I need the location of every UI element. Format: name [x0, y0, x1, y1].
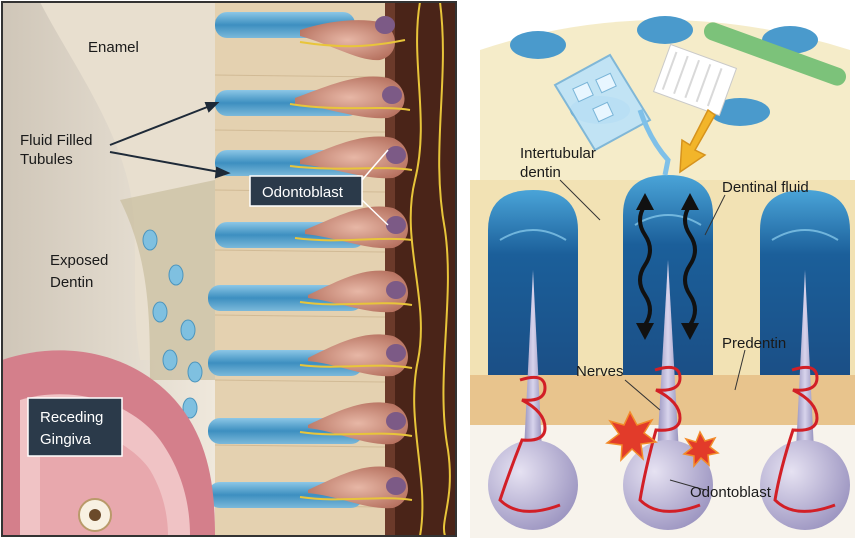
receding-gingiva-label-line2: Gingiva [40, 431, 92, 448]
dentinal-fluid-label: Dentinal fluid [722, 179, 809, 196]
left-panel: Enamel Fluid Filled Tubules Odontoblast … [2, 2, 456, 536]
nerves-label: Nerves [576, 363, 624, 380]
odontoblast-label: Odontoblast [262, 184, 344, 201]
enamel-label: Enamel [88, 39, 139, 56]
odontoblast-label-right: Odontoblast [690, 484, 772, 501]
receding-gingiva-label-line1: Receding [40, 409, 103, 426]
exposed-dentin-label-line1: Exposed [50, 252, 108, 269]
fluid-filled-tubules-label-line2: Tubules [20, 151, 73, 168]
right-panel: Intertubular dentin Dentinal fluid Prede… [460, 0, 859, 538]
intertubular-dentin-label-line2: dentin [520, 164, 561, 181]
intertubular-dentin-label-line1: Intertubular [520, 145, 596, 162]
predentin-label: Predentin [722, 335, 786, 352]
exposed-dentin-label-line2: Dentin [50, 274, 93, 291]
fluid-filled-tubules-label-line1: Fluid Filled [20, 132, 93, 149]
